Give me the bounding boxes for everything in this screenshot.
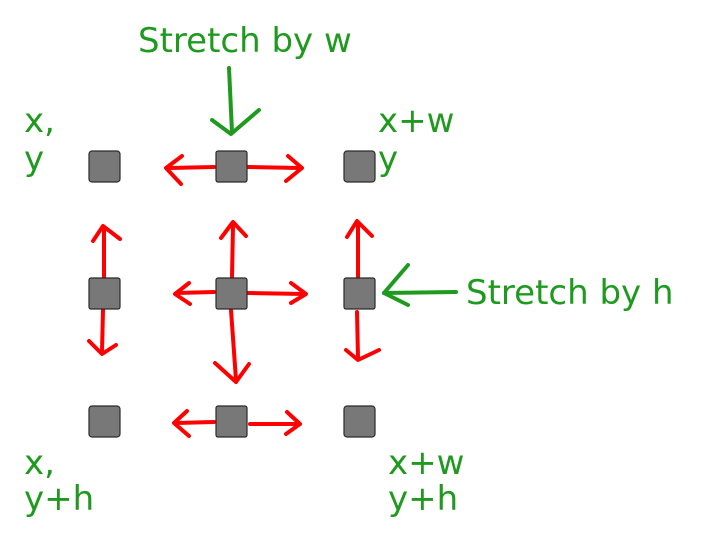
stretch-h-pointer-arrow bbox=[382, 263, 458, 307]
bottom-right-coord-line2: y+h bbox=[388, 479, 458, 519]
stretch-by-w-label: Stretch by w bbox=[138, 21, 352, 61]
handles bbox=[88, 150, 376, 438]
handle-top-right[interactable] bbox=[343, 150, 376, 183]
bottom-middle-horizontal-arrow bbox=[172, 409, 302, 438]
center-four-way-arrow bbox=[173, 220, 308, 384]
handle-middle-left[interactable] bbox=[88, 277, 121, 310]
bottom-left-coord-line2: y+h bbox=[24, 479, 94, 519]
bottom-right-coord-line1: x+w bbox=[388, 443, 464, 483]
handle-top-left[interactable] bbox=[88, 150, 121, 183]
top-middle-horizontal-arrow bbox=[164, 154, 304, 186]
stretch-by-h-label: Stretch by h bbox=[466, 273, 674, 313]
right-middle-vertical-arrow bbox=[344, 219, 381, 362]
top-left-coord-line1: x, bbox=[24, 101, 55, 141]
handle-top-middle[interactable] bbox=[215, 150, 248, 183]
bottom-left-coord-line1: x, bbox=[24, 443, 55, 483]
left-middle-vertical-arrow bbox=[87, 224, 122, 356]
handle-bottom-left[interactable] bbox=[88, 405, 121, 438]
handle-middle-right[interactable] bbox=[343, 277, 376, 310]
handle-bottom-middle[interactable] bbox=[215, 405, 248, 438]
handle-center[interactable] bbox=[215, 277, 248, 310]
stretch-w-pointer-arrow bbox=[210, 66, 261, 136]
top-right-coord-line2: y bbox=[378, 139, 398, 179]
handle-bottom-right[interactable] bbox=[343, 405, 376, 438]
top-left-coord-line2: y bbox=[24, 139, 44, 179]
top-right-coord-line1: x+w bbox=[378, 101, 454, 141]
